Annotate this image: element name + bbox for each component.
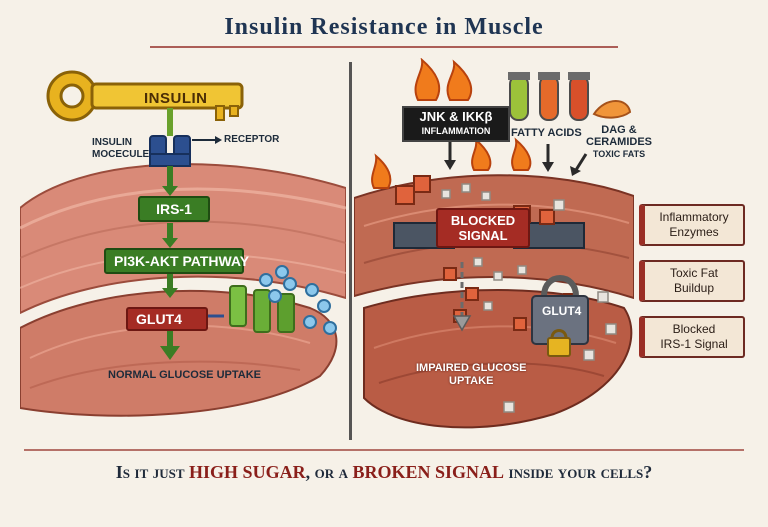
question-part-2: , or a [305,462,353,482]
jnk-ikkb-box: JNK & IKKβ INFLAMMATION [402,106,510,142]
title-underline [150,46,618,48]
inflammation-flames-icon [371,58,532,189]
side-box-blocked-irs1-signal: Blocked IRS-1 Signal [639,316,745,358]
insulin-key-icon [46,70,244,122]
padlock-icon [531,275,589,345]
glucose-molecules [259,265,337,335]
glut4-right-label: GLUT4 [542,304,582,318]
bottom-divider [24,449,744,451]
irs1-box: IRS-1 [138,196,210,222]
side-box-3-line-2: IRS-1 Signal [660,337,728,351]
left-panel-illustration [20,70,346,417]
impaired-line-2: UPTAKE [449,375,494,387]
bottom-question: Is it just HIGH SUGAR, or a BROKEN SIGNA… [0,462,768,483]
dag-ceramides-label: DAG & CERAMIDES TOXIC FATS [586,124,652,160]
fatty-acids-label: FATTY ACIDS [511,127,582,139]
pathway-arrows [160,166,180,360]
page-title: Insulin Resistance in Muscle [224,14,544,40]
right-panel-illustration [354,58,634,429]
jnk-ikkb-title: JNK & IKKβ [419,109,493,124]
glut4-left-box: GLUT4 [126,307,208,331]
insulin-key-label: INSULIN [144,90,208,107]
side-box-2-line-1: Toxic Fat [669,266,718,280]
side-box-toxic-fat-buildup: Toxic Fat Buildup [639,260,745,302]
jnk-ikkb-subtitle: INFLAMMATION [421,126,491,136]
dag-line-2: CERAMIDES [586,136,653,148]
side-box-1-line-2: Enzymes [669,225,719,239]
debris-particles [441,183,617,413]
normal-glucose-uptake-label: NORMAL GLUCOSE UPTAKE [108,369,261,381]
side-box-inflammatory-enzymes: Inflammatory Enzymes [639,204,745,246]
small-padlock-icon [547,329,571,357]
blocked-line-1: BLOCKED [450,213,516,228]
fatty-acid-tubes-icon [508,72,632,121]
blocked-signal-box: BLOCKED SIGNAL [436,208,530,248]
panel-divider [349,62,352,440]
question-part-3: inside your cells? [504,462,653,482]
side-box-3-line-1: Blocked [672,322,716,336]
toxic-fats-label: TOXIC FATS [592,149,646,159]
blocked-line-2: SIGNAL [458,228,508,243]
impaired-line-1: IMPAIRED GLUCOSE [416,362,527,374]
question-highlight-1: HIGH SUGAR [189,462,306,482]
insulin-receptor-icon [149,135,191,167]
question-part-1: Is it just [115,462,190,482]
pi3k-akt-box: PI3K-AKT PATHWAY [104,248,249,274]
toxic-input-arrows [444,142,588,176]
question-highlight-2: BROKEN SIGNAL [352,462,505,482]
dag-line-1: DAG & [601,124,637,136]
side-box-2-line-2: Buildup [673,281,715,295]
insulin-molecule-label: INSULIN MOCECULE [92,137,162,161]
impaired-uptake-label: IMPAIRED GLUCOSE UPTAKE [416,362,526,388]
receptor-label: RECEPTOR [224,134,280,145]
side-box-1-line-1: Inflammatory [659,210,729,224]
insulin-molecule-text: INSULIN MOCECULE [92,137,150,160]
glut4-transporter-icon [200,285,295,333]
